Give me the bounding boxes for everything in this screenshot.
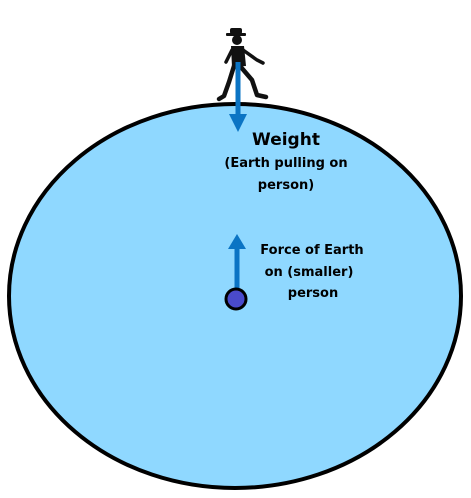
force-of-earth-arrow [228,234,246,292]
weight-desc-line1: (Earth pulling on [224,156,347,171]
force-desc-line1: Force of Earth [260,243,363,258]
force-desc-line2: on (smaller) [265,265,354,280]
weight-arrow [229,62,247,132]
weight-desc-line2: person) [258,178,314,193]
walking-person-icon [216,28,269,102]
weight-title: Weight [252,130,320,150]
force-desc-line3: person [288,286,338,301]
earth-center-dot-icon [224,287,248,311]
